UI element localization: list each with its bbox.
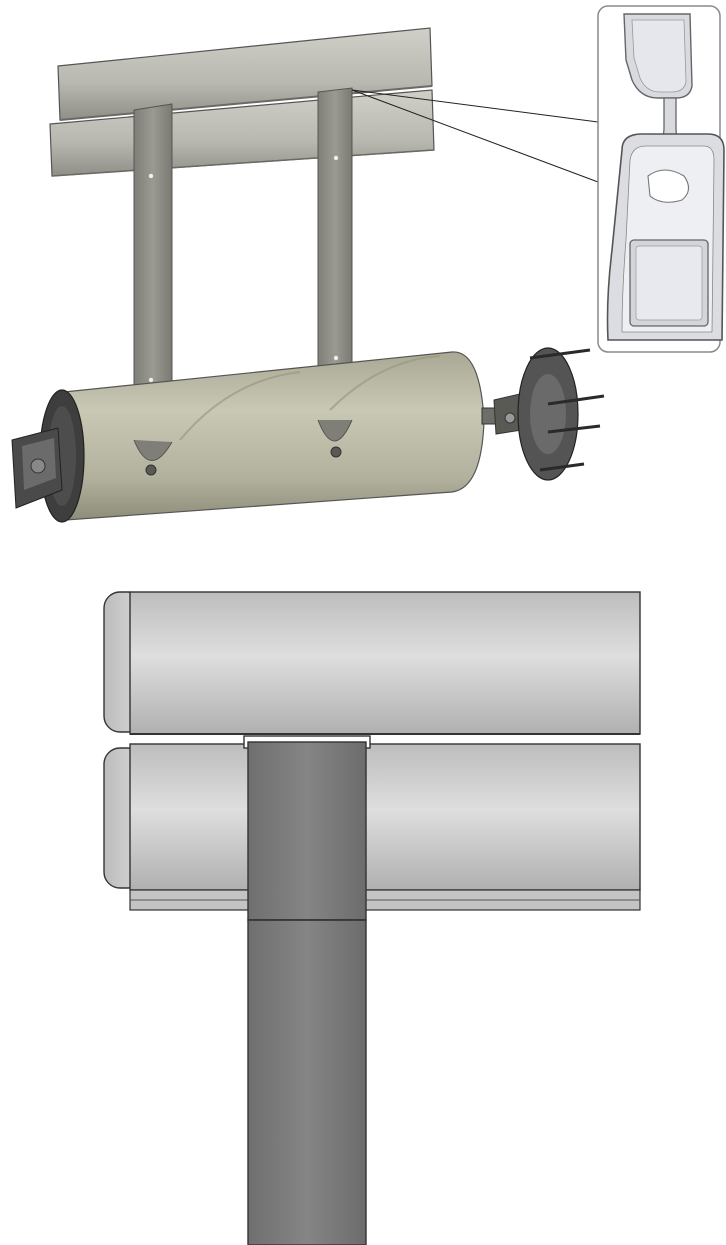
hanging-strap [243,735,371,1245]
callout-leaders [351,89,599,183]
mounting-bracket-left [11,427,63,509]
isometric-view [11,5,725,523]
mounting-flange-right [481,347,605,481]
front-detail-view [103,591,641,1245]
roller-drum [39,351,485,523]
detail-callout [597,5,725,353]
lower-slat [103,743,641,911]
upper-slat [103,591,641,735]
upper-slats [49,27,435,177]
